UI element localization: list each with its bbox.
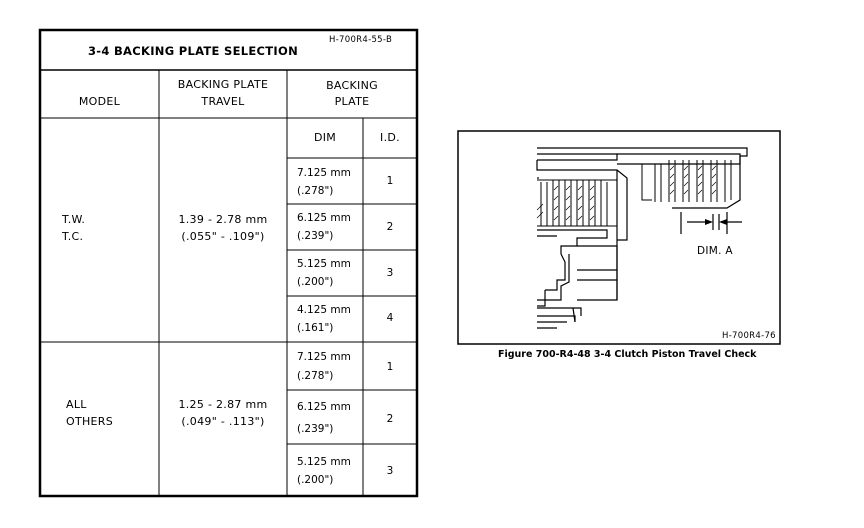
header-plate-line1: BACKING: [326, 79, 378, 92]
group1-travel-line1: 1.39 - 2.78 mm: [178, 213, 268, 226]
dim-mm: 7.125 mm: [297, 167, 351, 179]
header-dim: DIM: [313, 131, 337, 144]
header-travel-line2: TRAVEL: [201, 95, 245, 108]
header-model: MODEL: [78, 95, 121, 108]
plate-id: 1: [386, 175, 394, 187]
table-ref-code: H-700R4-55-B: [329, 35, 393, 45]
group2-travel-line2: (.049" - .113"): [181, 415, 265, 428]
clutch-piston-diagram: [457, 130, 781, 345]
plate-id: 4: [386, 312, 394, 324]
dim-in: (.239"): [297, 230, 334, 242]
dim-in: (.278"): [297, 370, 334, 382]
dim-in: (.200"): [297, 474, 334, 486]
dim-in: (.278"): [297, 185, 334, 197]
figure-ref-code: H-700R4-76: [722, 331, 776, 341]
table-title: 3-4 BACKING PLATE SELECTION: [88, 44, 298, 58]
dim-in: (.239"): [297, 423, 334, 435]
dimension-label: DIM. A: [697, 245, 733, 257]
dim-mm: 4.125 mm: [297, 304, 351, 316]
dim-mm: 6.125 mm: [297, 401, 351, 413]
group2-model-line1: ALL: [66, 398, 87, 411]
plate-id: 3: [386, 465, 394, 477]
plate-id: 1: [386, 361, 394, 373]
plate-id: 2: [386, 221, 394, 233]
group2-travel-line1: 1.25 - 2.87 mm: [178, 398, 268, 411]
header-travel-line1: BACKING PLATE: [177, 78, 269, 91]
dim-in: (.161"): [297, 322, 334, 334]
dim-in: (.200"): [297, 276, 334, 288]
dim-mm: 6.125 mm: [297, 212, 351, 224]
dim-mm: 5.125 mm: [297, 258, 351, 270]
plate-id: 3: [386, 267, 394, 279]
plate-id: 2: [386, 413, 394, 425]
header-id: I.D.: [380, 131, 400, 144]
dim-mm: 7.125 mm: [297, 351, 351, 363]
group1-model-line2: T.C.: [62, 230, 84, 243]
group1-travel-line2: (.055" - .109"): [181, 230, 265, 243]
group2-model-line2: OTHERS: [66, 415, 114, 428]
figure-caption: Figure 700-R4-48 3-4 Clutch Piston Trave…: [498, 349, 757, 360]
dim-mm: 5.125 mm: [297, 456, 351, 468]
group1-model-line1: T.W.: [62, 213, 86, 226]
header-plate-line2: PLATE: [334, 95, 370, 108]
